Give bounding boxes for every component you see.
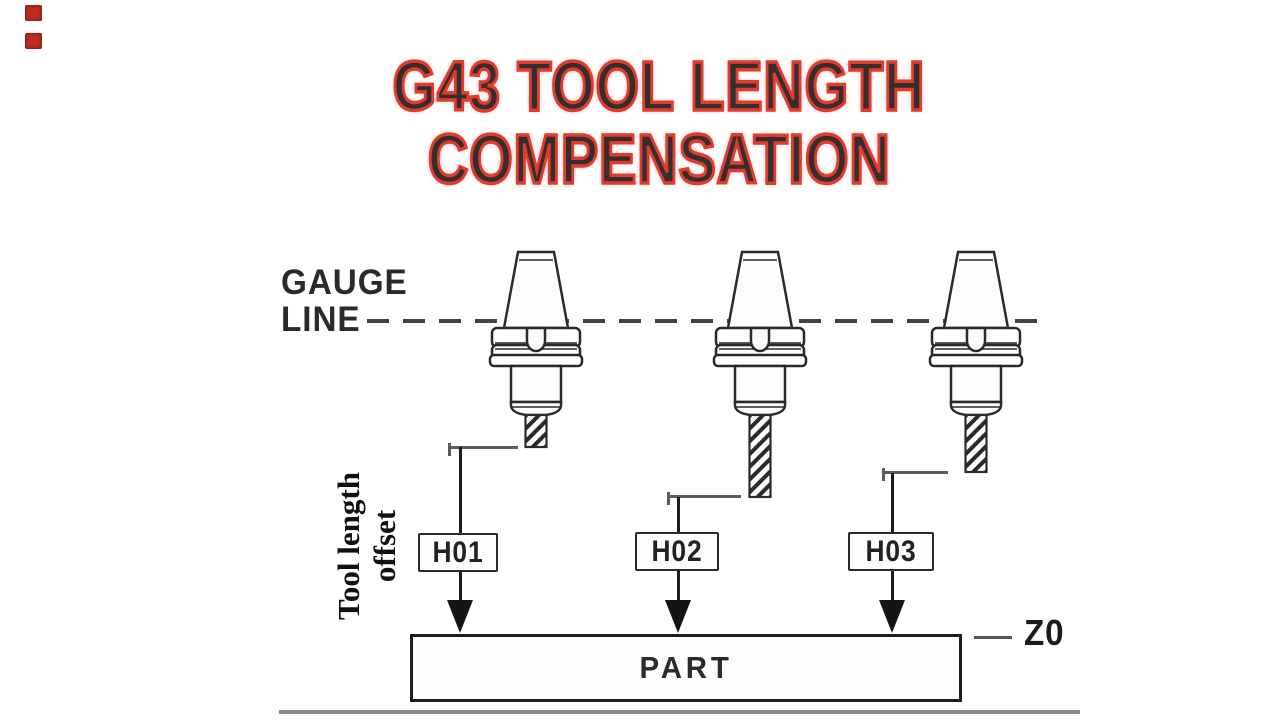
offset-label-h02: H02 xyxy=(651,534,703,568)
tool3-tip-tick xyxy=(883,471,948,474)
collet-body xyxy=(949,364,1003,404)
tool-length-offset-line-1: Tool length xyxy=(331,472,366,620)
tool-length-offset-line-2: offset xyxy=(367,509,402,583)
tool1-offset-line-lower xyxy=(459,572,462,602)
flange-lip xyxy=(712,353,808,368)
title-line-1: G43 TOOL LENGTH xyxy=(391,47,926,125)
offset-box-h01: H01 xyxy=(418,533,498,572)
drive-slot xyxy=(965,326,987,353)
gauge-line-label: GAUGE LINE xyxy=(281,264,408,338)
cutting-tool xyxy=(524,413,548,449)
flange-lip xyxy=(928,353,1024,368)
tool2-offset-line-lower xyxy=(677,571,680,602)
part-box: PART xyxy=(410,634,962,702)
tool3-offset-line-lower xyxy=(891,571,894,602)
cutting-tool xyxy=(964,413,988,474)
offset-label-h01: H01 xyxy=(432,535,484,569)
collet-body xyxy=(733,364,787,404)
gauge-line-label-1: GAUGE xyxy=(281,263,408,302)
toolholder-graphic xyxy=(928,250,1024,474)
taper-cone xyxy=(502,250,570,330)
ground-line xyxy=(279,710,1080,714)
cutting-tool xyxy=(748,413,772,499)
gauge-line-dashed xyxy=(367,319,1039,323)
tool1-tip-tick xyxy=(449,446,518,449)
flange-lip xyxy=(488,353,584,368)
part-label: PART xyxy=(639,650,733,685)
taper-cone xyxy=(726,250,794,330)
drive-slot xyxy=(749,326,771,353)
tool3-offset-line-upper xyxy=(891,473,894,532)
title-line-2: COMPENSATION xyxy=(426,120,891,198)
tool2-offset-line-upper xyxy=(677,497,680,532)
gauge-line-label-2: LINE xyxy=(281,300,361,339)
offset-box-h02: H02 xyxy=(635,532,719,571)
tool2-tip-tick xyxy=(668,495,741,498)
taper-cone xyxy=(942,250,1010,330)
toolholder-2 xyxy=(712,247,808,512)
tool1-tick-stub xyxy=(448,443,451,456)
drive-slot xyxy=(525,326,547,353)
offset-label-h03: H03 xyxy=(865,534,917,568)
tool3-tick-stub xyxy=(882,468,885,481)
tool1-down-arrowhead xyxy=(447,600,473,633)
toolholder-graphic xyxy=(712,250,808,499)
collet-nose xyxy=(509,400,563,417)
collet-body xyxy=(509,364,563,404)
tool1-offset-line-upper xyxy=(459,447,462,533)
toolholder-graphic xyxy=(488,250,584,449)
toolholder-3 xyxy=(928,247,1024,512)
toolholder-1 xyxy=(488,247,584,512)
tool2-tick-stub xyxy=(667,492,670,505)
red-corner-mark xyxy=(25,5,42,21)
page-title: G43 TOOL LENGTH COMPENSATION xyxy=(19,47,1280,198)
collet-nose xyxy=(733,400,787,417)
tool3-down-arrowhead xyxy=(879,600,905,633)
z0-reference-dash xyxy=(974,636,1012,639)
tool-length-offset-label: Tool length offset xyxy=(331,461,405,631)
z0-label: Z0 xyxy=(1024,612,1065,653)
tool2-down-arrowhead xyxy=(665,600,691,633)
offset-box-h03: H03 xyxy=(848,532,934,571)
collet-nose xyxy=(949,400,1003,417)
red-corner-mark xyxy=(25,33,42,49)
